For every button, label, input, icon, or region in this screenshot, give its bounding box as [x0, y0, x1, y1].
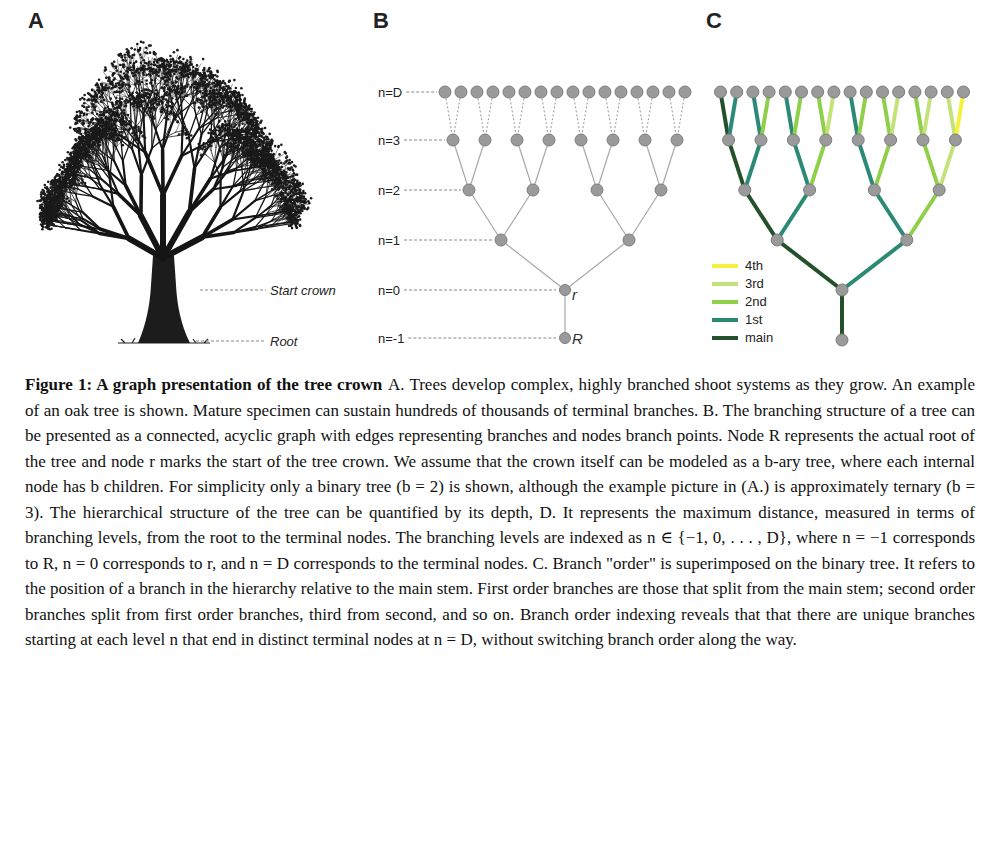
figure-page: ABCStart crownRootn=Dn=3n=2n=1n=0n=-1rR4…	[0, 0, 1000, 845]
